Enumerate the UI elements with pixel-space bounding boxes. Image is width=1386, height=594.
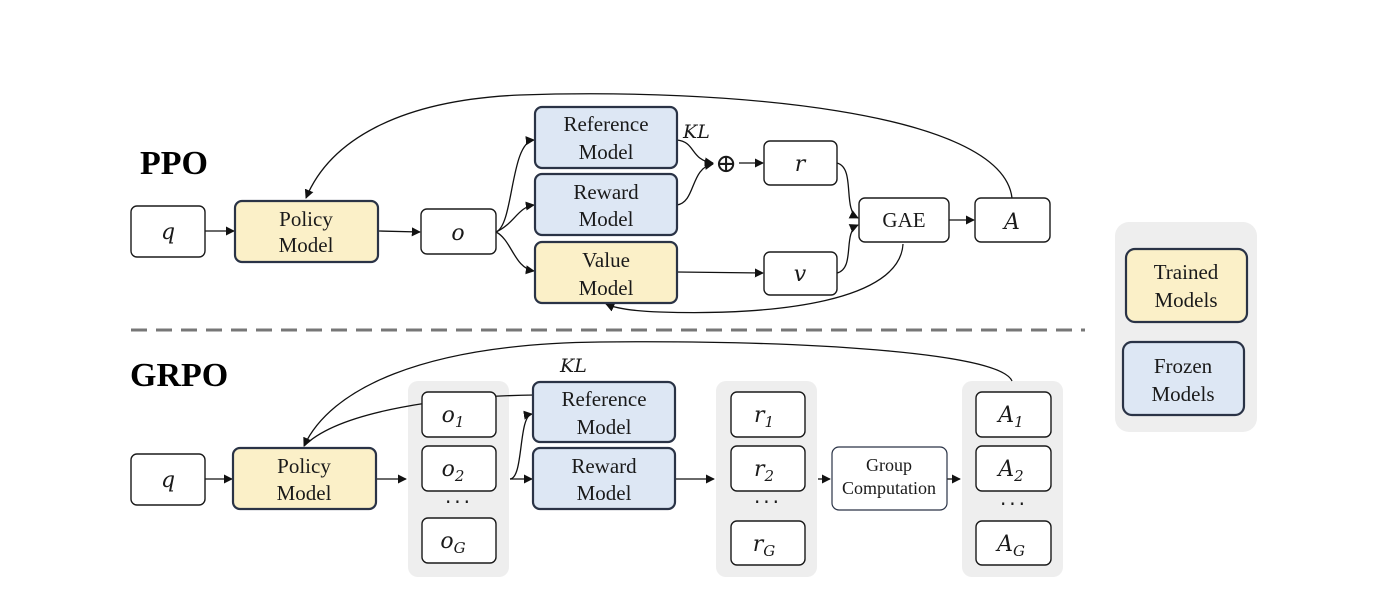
edge-grpo-a-policy-feedback (303, 341, 1013, 447)
edge-grpo-kl-policy (303, 394, 536, 447)
grpo-title: GRPO (130, 357, 228, 394)
legend-trained-line2: Models (1155, 288, 1218, 312)
grpo-output-2: o2 (421, 445, 497, 492)
grpo-kl-label: KL (559, 355, 587, 377)
ppo-title: PPO (140, 145, 208, 182)
legend-frozen-line2: Models (1152, 382, 1215, 406)
grpo-group-computation: Group Computation (831, 446, 948, 511)
legend-trained: Trained Models (1124, 247, 1249, 324)
ppo-v-label: v (794, 262, 807, 287)
ppo-gae-label: GAE (882, 208, 925, 232)
ppo-r-node: r (763, 140, 838, 186)
legend-trained-line1: Trained (1154, 260, 1219, 284)
ppo-reward-line1: Reward (573, 180, 639, 204)
svg-text:o1: o1 (442, 403, 465, 431)
grpo-advantages-ellipsis: ··· (1000, 492, 1028, 516)
svg-text:r2: r2 (754, 457, 774, 485)
svg-text:oG: oG (440, 529, 465, 557)
grpo-rewards-ellipsis: ··· (754, 490, 782, 514)
ppo-reference-model: Reference Model (533, 105, 679, 170)
ppo-a-node: A (974, 197, 1051, 243)
edge-o-value (495, 231, 535, 275)
ppo-value-model: Value Model (533, 240, 679, 305)
edge-a-policy-feedback (304, 93, 1013, 199)
grpo-reward-1: r1 (730, 391, 806, 438)
ppo-q-node: q (130, 205, 206, 258)
ppo-r-label: r (795, 152, 807, 177)
ppo-a-label: A (1002, 210, 1020, 235)
grpo-advantage-1: A1 (975, 391, 1052, 438)
ppo-q-label: q (161, 220, 175, 245)
edge-r-gae (836, 162, 859, 219)
grpo-reward-line1: Reward (571, 454, 637, 478)
svg-text:A2: A2 (996, 457, 1023, 485)
ppo-reward-model: Reward Model (533, 172, 679, 237)
ppo-value-line1: Value (582, 248, 630, 272)
grpo-outputs-ellipsis: ··· (445, 490, 473, 514)
grpo-reward-line2: Model (577, 481, 632, 505)
grpo-output-g: oG (421, 517, 497, 564)
grpo-reference-line1: Reference (561, 387, 646, 411)
grpo-advantage-2: A2 (975, 445, 1052, 492)
ppo-o-node: o (420, 208, 497, 255)
edge-gae-value-feedback (605, 243, 904, 314)
edge-grpo-outputs-reference (509, 410, 533, 480)
grpo-group-line1: Group (866, 455, 912, 475)
grpo-reward-2: r2 (730, 445, 806, 492)
svg-text:AG: AG (995, 532, 1025, 560)
edge-policy-o (378, 227, 421, 237)
grpo-reference-line2: Model (577, 415, 632, 439)
grpo-policy-line2: Model (277, 481, 332, 505)
grpo-q-node: q (130, 453, 206, 506)
ppo-value-line2: Model (579, 276, 634, 300)
edge-reward-plus (676, 160, 714, 206)
grpo-policy-line1: Policy (277, 454, 331, 478)
ppo-edges (205, 93, 1013, 314)
grpo-group-line2: Computation (842, 478, 936, 498)
grpo-advantage-g: AG (975, 520, 1052, 566)
ppo-reference-line1: Reference (563, 112, 648, 136)
svg-text:A1: A1 (996, 403, 1023, 431)
edge-o-reference (495, 136, 535, 233)
ppo-reference-line2: Model (579, 140, 634, 164)
edge-o-reward (495, 201, 535, 233)
svg-text:o2: o2 (442, 457, 465, 485)
edge-v-gae (836, 224, 859, 274)
legend-frozen: Frozen Models (1121, 340, 1246, 417)
edge-reference-plus (676, 139, 714, 167)
ppo-kl-label: KL (682, 121, 710, 143)
ppo-reward-line2: Model (579, 207, 634, 231)
legend-frozen-line1: Frozen (1154, 354, 1213, 378)
ppo-plus-icon: ⊕ (715, 149, 737, 178)
svg-text:r1: r1 (754, 403, 774, 431)
grpo-edges (205, 341, 1013, 484)
grpo-reward-model: Reward Model (531, 446, 677, 511)
svg-text:rG: rG (753, 532, 776, 560)
ppo-policy-line2: Model (279, 233, 334, 257)
ppo-policy-model: Policy Model (233, 199, 380, 264)
grpo-reference-model: Reference Model (531, 380, 677, 444)
legend: Trained Models Frozen Models (1115, 222, 1257, 432)
edge-value-v (676, 268, 764, 278)
grpo-q-label: q (161, 468, 175, 493)
grpo-reward-g: rG (730, 520, 806, 566)
ppo-o-label: o (451, 221, 464, 246)
ppo-gae-node: GAE (858, 197, 950, 243)
grpo-output-1: o1 (421, 391, 497, 438)
ppo-policy-line1: Policy (279, 207, 333, 231)
ppo-v-node: v (763, 251, 838, 296)
grpo-policy-model: Policy Model (231, 446, 378, 511)
